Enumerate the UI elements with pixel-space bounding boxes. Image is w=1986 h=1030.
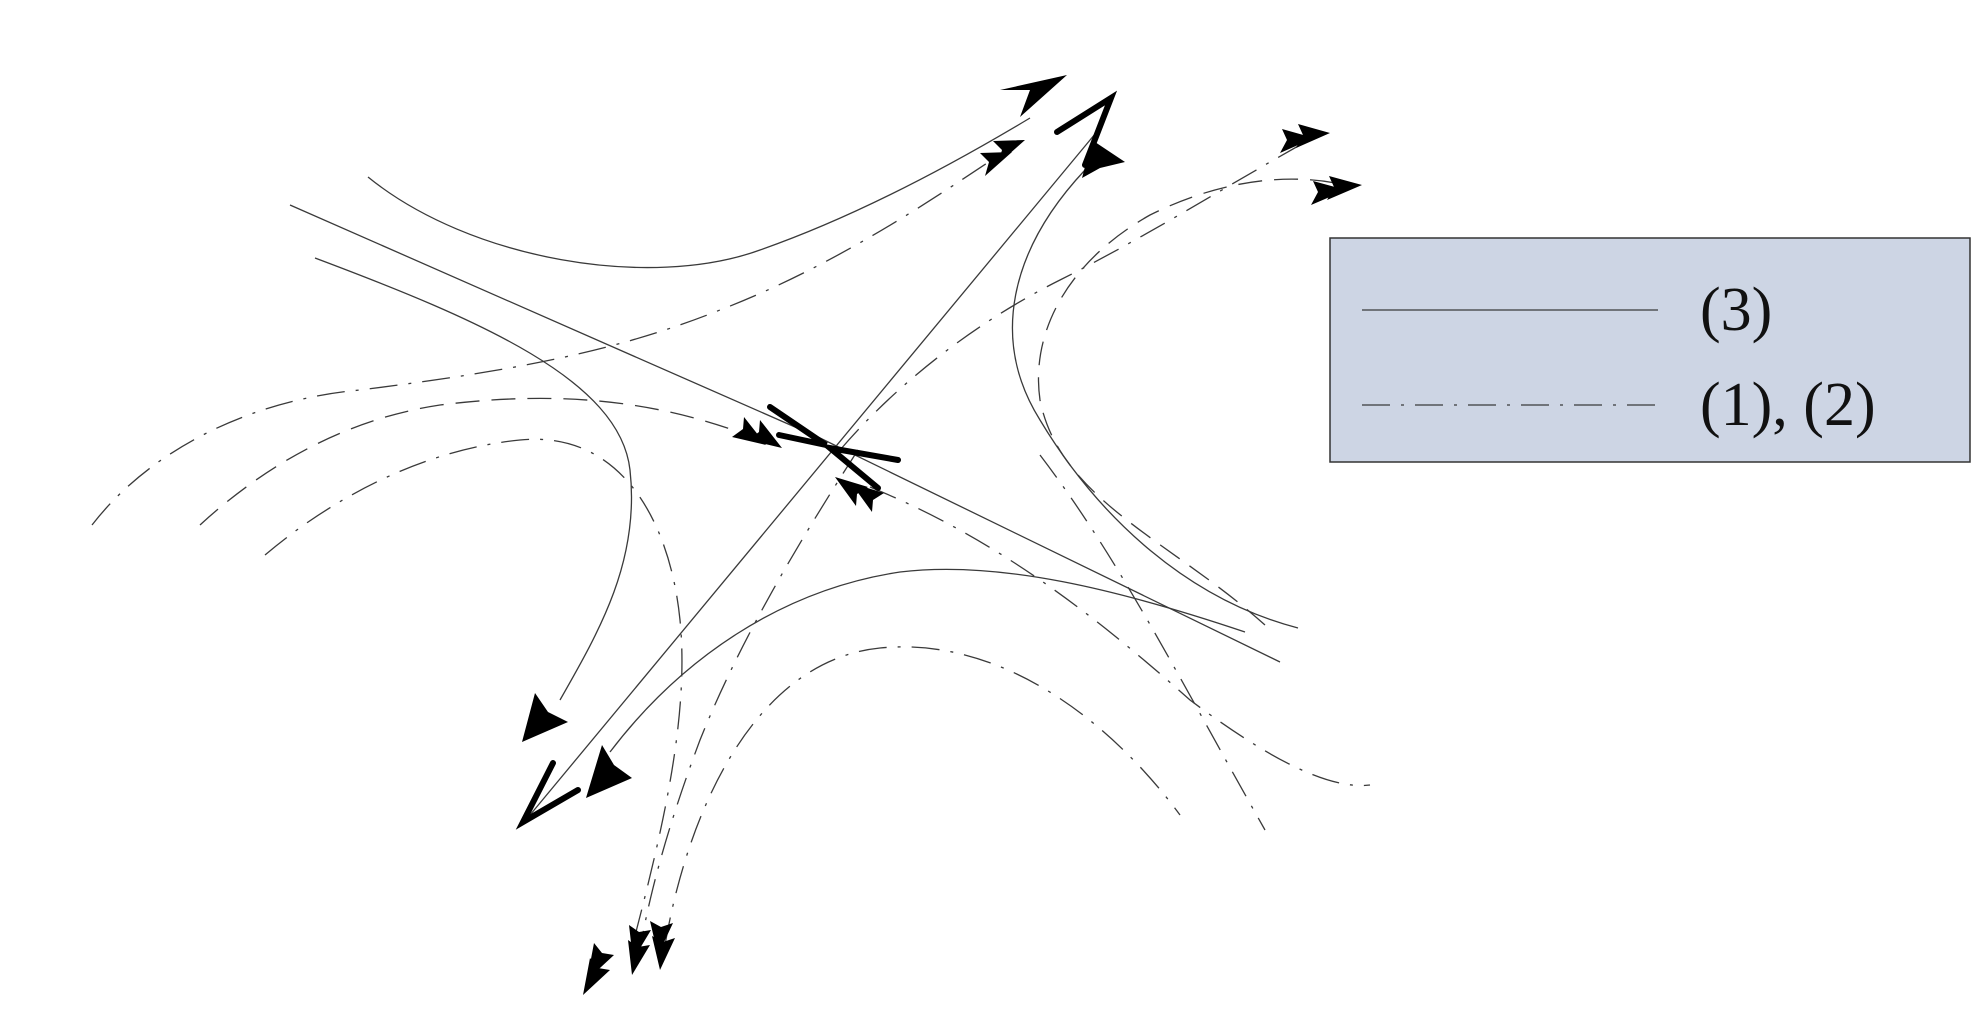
dashdot-trajectory-bottom-arc: [664, 646, 1181, 946]
double-arrowhead-upper-right-b: [1311, 176, 1362, 205]
dashed-trajectory-upper-right-b: [1037, 178, 1346, 626]
dashdot-trajectory-lower-right-a: [869, 486, 1371, 787]
solid-trajectory-right: [1011, 169, 1299, 629]
chevron-top-right: [1054, 90, 1118, 168]
dashdot-trajectory-lower-right-b: [1039, 454, 1266, 831]
chevron-center-right: [819, 443, 901, 491]
dashdot-trajectory-upper-right-a: [839, 144, 1301, 451]
double-arrowhead-center-left: [732, 417, 782, 448]
dashdot-trajectory-top-a: [91, 147, 1011, 526]
solid-trajectory-bottom: [609, 568, 1246, 753]
double-arrowhead-upper-right-a: [1280, 124, 1330, 153]
arrowhead-bottom-lower: [586, 745, 632, 798]
dashdot-trajectory-center-down: [639, 449, 859, 951]
double-arrowhead-bottom-c: [650, 921, 675, 970]
arrowhead-left-lower: [522, 693, 568, 742]
dashdot-trajectory-left-c: [264, 438, 683, 956]
chevron-center-left: [767, 404, 828, 448]
chevron-bottom-left: [515, 760, 581, 830]
dashed-trajectory-top-b: [199, 397, 761, 526]
double-arrowhead-top: [980, 140, 1025, 176]
double-arrowhead-bottom-a: [583, 943, 614, 995]
double-arrowhead-center-right: [835, 477, 884, 512]
separatrix-ll-ur: [529, 127, 1101, 816]
double-arrowhead-bottom-b: [628, 925, 651, 975]
solid-trajectory-top: [367, 117, 1031, 269]
legend-box: [1329, 237, 1971, 463]
solid-trajectory-left: [314, 257, 633, 701]
arrowhead-top: [1000, 75, 1067, 117]
legend-label-dashdot: (1), (2): [1700, 371, 1876, 439]
legend-label-solid: (3): [1700, 276, 1772, 344]
legend: (3) (1), (2): [1329, 237, 1971, 463]
